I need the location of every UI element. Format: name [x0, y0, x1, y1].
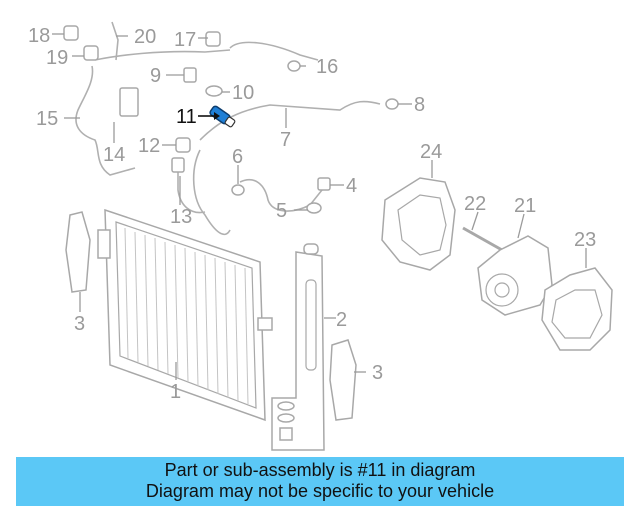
- receiver-drier-drawing: [271, 243, 325, 451]
- callout-20: 20: [134, 26, 156, 48]
- callout-16: 16: [316, 56, 338, 78]
- ac-lines-drawing: [75, 41, 381, 236]
- callout-21: 21: [514, 195, 536, 217]
- callout-14: 14: [103, 144, 125, 166]
- callout-5: 5: [276, 200, 287, 222]
- callout-11: 11: [176, 106, 197, 128]
- callout-2: 2: [336, 309, 347, 331]
- callout-3-left: 3: [74, 313, 85, 335]
- banner-line-part: Part or sub-assembly is #11 in diagram: [164, 460, 476, 480]
- banner-line-disclaimer: Diagram may not be specific to your vehi…: [145, 481, 495, 501]
- info-banner: Part or sub-assembly is #11 in diagram D…: [16, 457, 624, 506]
- exploded-parts-diagram: 18 19 20 17 9 10 16 8 15 11 7 12 14 6 4 …: [28, 21, 613, 451]
- callout-15: 15: [36, 108, 58, 130]
- compressor-drawings: [381, 177, 613, 351]
- part-11-arrow-icon: [214, 112, 220, 120]
- condenser-drawing: [97, 208, 273, 422]
- callout-13: 13: [170, 206, 192, 228]
- small-parts-drawing: [63, 21, 399, 214]
- bracket-drawings: [65, 211, 357, 421]
- callout-12: 12: [138, 135, 160, 157]
- callout-22: 22: [464, 193, 486, 215]
- callout-24: 24: [420, 141, 442, 163]
- callout-8: 8: [414, 94, 425, 116]
- callout-3-right: 3: [372, 362, 383, 384]
- callout-4: 4: [346, 175, 357, 197]
- callout-9: 9: [150, 65, 161, 87]
- leader-lines: [52, 33, 587, 380]
- callout-18: 18: [28, 25, 50, 47]
- callout-10: 10: [232, 82, 254, 104]
- callout-1: 1: [170, 381, 181, 403]
- callout-6: 6: [232, 146, 243, 168]
- part-11-highlight: [209, 105, 236, 128]
- callout-17: 17: [174, 29, 196, 51]
- callout-7: 7: [280, 129, 291, 151]
- callout-23: 23: [574, 229, 596, 251]
- callout-19: 19: [46, 47, 68, 69]
